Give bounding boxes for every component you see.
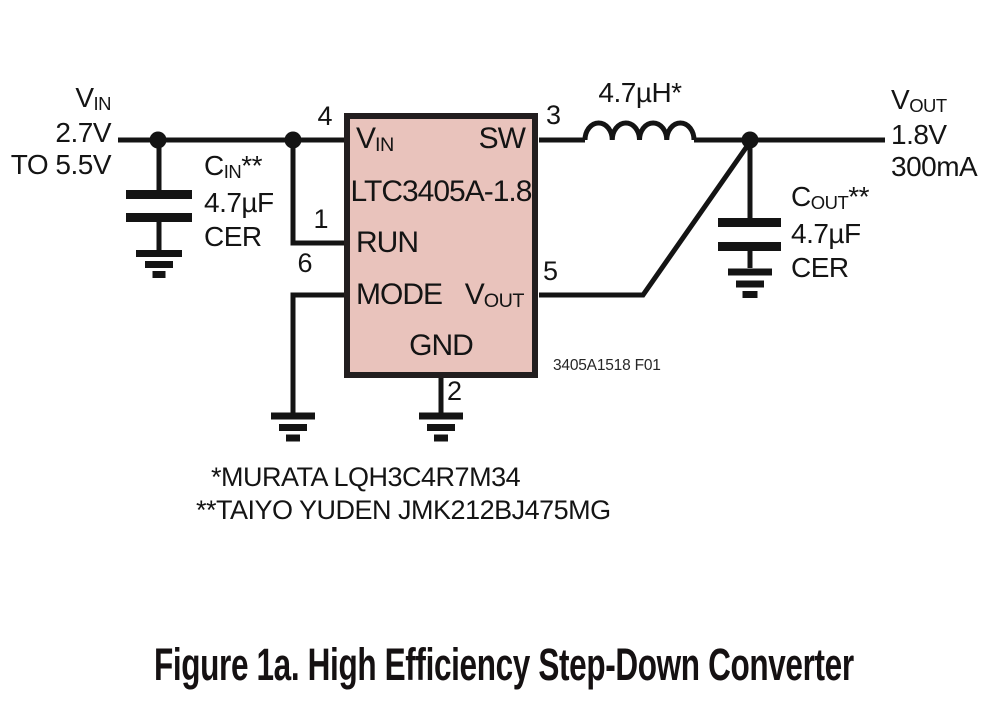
wire-mode-branch — [290, 292, 347, 413]
inductor-symbol — [582, 120, 697, 141]
ic-pin-label-gnd: GND — [409, 329, 474, 362]
note-capacitors: **TAIYO YUDEN JMK212BJ475MG — [196, 495, 611, 525]
ic-pin-label-vin: VIN — [356, 122, 394, 156]
output-rail-label: VOUT 1.8V 300mA — [891, 84, 978, 183]
cout-capacitor-symbol — [718, 140, 781, 268]
mode-ground-symbol — [271, 412, 315, 442]
wire-run-branch — [290, 140, 347, 246]
pin-number-2: 2 — [447, 376, 462, 406]
figure-caption-text: Figure 1a. High Efficiency Step-Down Con… — [153, 639, 854, 690]
note-inductor: *MURATA LQH3C4R7M34 — [211, 462, 521, 492]
component-notes: *MURATA LQH3C4R7M34 **TAIYO YUDEN JMK212… — [196, 461, 611, 527]
input-voltage-min: 2.7V — [55, 117, 111, 148]
cin-label: CIN** 4.7µF CER — [204, 149, 274, 254]
cin-type: CER — [204, 221, 262, 252]
cin-capacitor-symbol — [126, 140, 192, 251]
cin-name: CIN** — [204, 150, 262, 182]
cout-type: CER — [791, 252, 849, 283]
pin-number-4: 4 — [317, 101, 332, 131]
junction-dot-output — [741, 131, 759, 149]
junction-dot-input-cap — [149, 131, 167, 149]
output-current: 300mA — [891, 151, 978, 182]
cin-value: 4.7µF — [204, 187, 274, 218]
ic-pin-label-mode: MODE — [356, 278, 443, 311]
cout-ground-symbol — [728, 268, 772, 298]
figure-caption: Figure 1a. High Efficiency Step-Down Con… — [0, 640, 1007, 690]
gnd-ground-symbol — [419, 412, 463, 442]
input-rail-name: VIN — [75, 82, 111, 114]
ic-pin-label-run: RUN — [356, 226, 419, 259]
figure-code: 3405A1518 F01 — [553, 357, 661, 374]
pin-number-3: 3 — [546, 100, 561, 130]
cout-label: COUT** 4.7µF CER — [791, 180, 870, 285]
ic-pin-label-vout: VOUT — [464, 278, 525, 312]
output-voltage: 1.8V — [891, 119, 947, 150]
ic-body — [344, 113, 538, 378]
wire-vout-feedback — [539, 140, 753, 298]
output-rail-name: VOUT — [891, 84, 947, 116]
pin-number-6: 6 — [297, 248, 312, 278]
inductor-value-label: 4.7µH* — [598, 77, 682, 108]
input-voltage-max: TO 5.5V — [10, 149, 112, 180]
input-rail-label: VIN 2.7V TO 5.5V — [0, 82, 112, 181]
pin-number-1: 1 — [313, 204, 328, 234]
cout-name: COUT** — [791, 181, 870, 213]
ic-pin-label-sw: SW — [478, 122, 526, 155]
cout-value: 4.7µF — [791, 218, 861, 249]
junction-dot-run — [284, 131, 302, 149]
ic-part-number: LTC3405A-1.8 — [350, 175, 533, 208]
cin-ground-symbol — [136, 250, 182, 278]
pin-number-5: 5 — [543, 256, 558, 286]
